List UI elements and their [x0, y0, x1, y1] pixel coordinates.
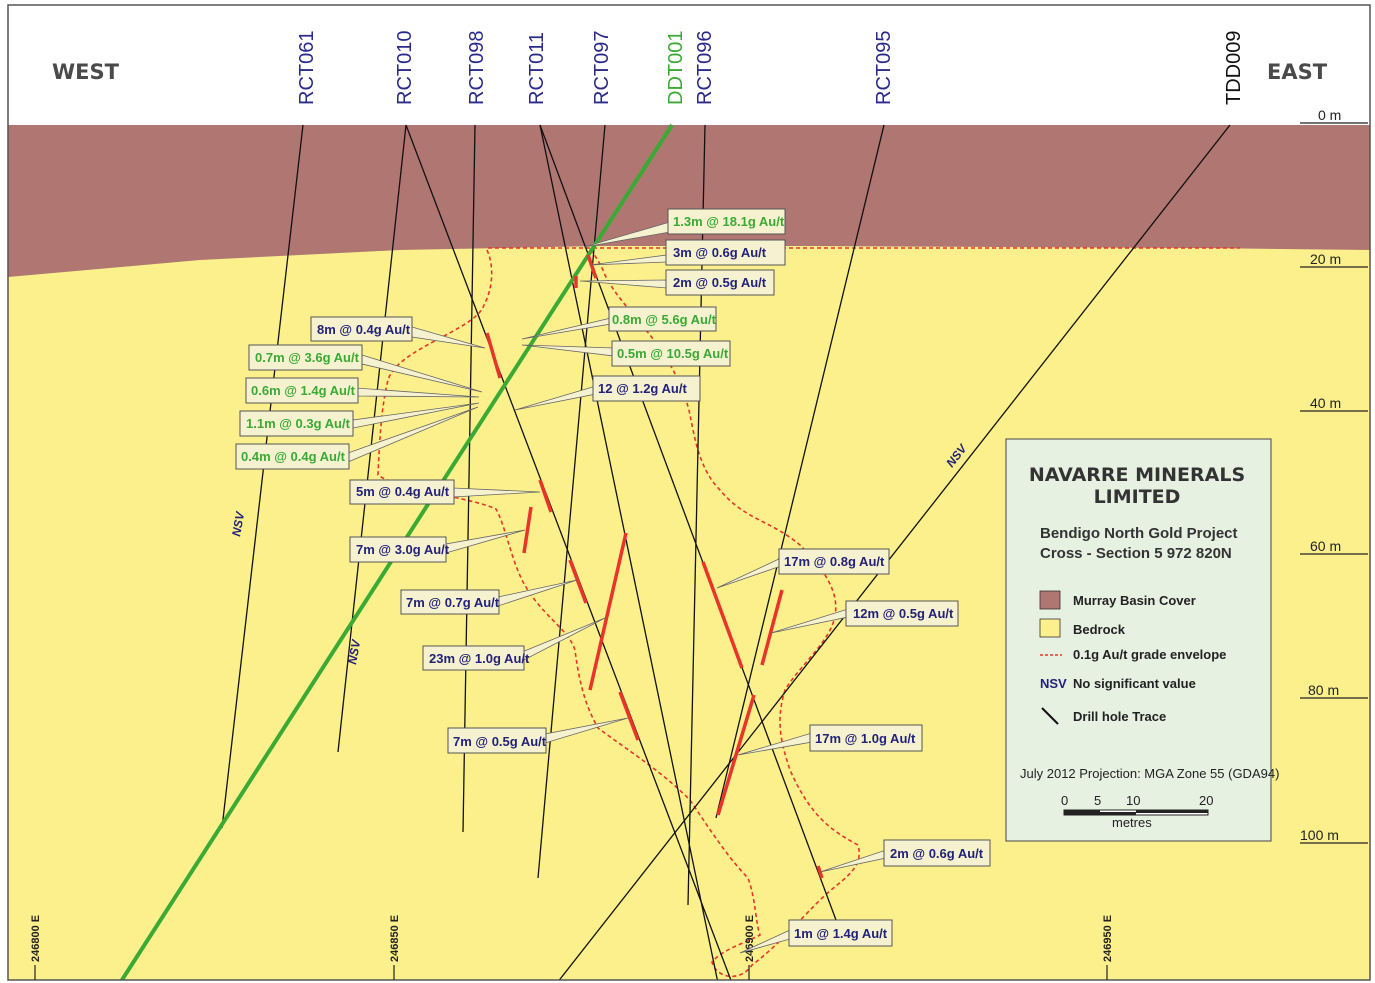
intercept-mark	[701, 561, 744, 669]
intercept-label: 7m @ 0.5g Au/t	[453, 734, 547, 749]
legend-panel: NAVARRE MINERALS LIMITED Bendigo North G…	[1005, 438, 1279, 842]
scale-tick: 5	[1094, 793, 1101, 808]
intercept-label: 1m @ 1.4g Au/t	[794, 926, 888, 941]
legend-nsv-symbol: NSV	[1040, 676, 1067, 691]
hole-label-rct097: RCT097	[591, 31, 613, 105]
intercept-mark	[568, 559, 588, 604]
intercept-marks	[485, 254, 824, 879]
hole-label-rct098: RCT098	[466, 31, 488, 105]
cover-swatch	[1039, 590, 1061, 610]
legend-title: NAVARRE MINERALS	[1029, 464, 1245, 486]
intercept-label: 0.6m @ 1.4g Au/t	[251, 383, 356, 398]
legend-trace: Drill hole Trace	[1073, 709, 1166, 724]
intercept-label: 0.4m @ 0.4g Au/t	[241, 449, 346, 464]
depth-mark: 100 m	[1300, 827, 1339, 843]
depth-mark: 40 m	[1310, 395, 1341, 411]
scale-unit: metres	[1112, 815, 1152, 830]
map-frame	[7, 4, 1371, 981]
intercept-mark	[538, 479, 553, 513]
east-label: EAST	[1267, 60, 1328, 84]
easting-scale: 246800 E 246850 E 246900 E 246950 E	[30, 915, 1114, 980]
hole-label-rct011: RCT011	[526, 32, 548, 105]
murray-basin-cover-layer	[8, 125, 1370, 277]
west-label: WEST	[52, 60, 120, 84]
hole-label-tdd009: TDD009	[1223, 31, 1245, 105]
easting-mark: 246850 E	[389, 915, 401, 962]
scale-tick: 20	[1199, 793, 1213, 808]
trace-rct010	[337, 124, 407, 753]
intercept-label: 0.8m @ 5.6g Au/t	[612, 312, 717, 327]
legend-title-2: LIMITED	[1094, 486, 1181, 508]
legend-cover: Murray Basin Cover	[1073, 593, 1196, 608]
intercept-mark	[485, 332, 502, 379]
scale-tick: 0	[1061, 793, 1068, 808]
intercept-label: 0.7m @ 3.6g Au/t	[255, 350, 360, 365]
intercept-callouts: 1.3m @ 18.1g Au/t 3m @ 0.6g Au/t 2m @ 0.…	[235, 208, 991, 947]
easting-mark: 246950 E	[1102, 915, 1114, 962]
trace-rct010b	[405, 124, 732, 980]
bedrock-swatch	[1039, 618, 1061, 638]
intercept-label: 7m @ 3.0g Au/t	[356, 542, 450, 557]
trace-rct097	[537, 124, 606, 879]
hole-label-rct010: RCT010	[394, 31, 416, 105]
intercept-mark	[588, 532, 628, 691]
legend-section: Cross - Section 5 972 820N	[1040, 545, 1232, 562]
intercept-mark	[760, 589, 784, 666]
trace-rct095	[715, 124, 885, 819]
legend-project: Bendigo North Gold Project	[1040, 525, 1238, 542]
scale-tick: 10	[1126, 793, 1140, 808]
sky-area	[8, 5, 1370, 125]
depth-mark: 80 m	[1308, 682, 1339, 698]
hole-label-rct095: RCT095	[873, 31, 895, 105]
grade-envelope	[377, 247, 1240, 978]
drill-hole-labels: RCT061 RCT010 RCT098 RCT011 RCT097 DDT00…	[296, 31, 1245, 105]
intercept-label: 2m @ 0.5g Au/t	[673, 275, 767, 290]
easting-mark: 246900 E	[744, 915, 756, 962]
intercept-label: 8m @ 0.4g Au/t	[317, 322, 411, 337]
legend-bedrock: Bedrock	[1073, 622, 1126, 637]
nsv-label: NSV	[345, 638, 363, 666]
intercept-label: 17m @ 0.8g Au/t	[784, 554, 885, 569]
intercept-label: 7m @ 0.7g Au/t	[406, 595, 500, 610]
callout-leaders	[347, 221, 887, 954]
trace-rct061	[221, 124, 304, 829]
intercept-mark	[716, 694, 756, 816]
depth-mark: 60 m	[1310, 538, 1341, 554]
hole-label-rct096: RCT096	[694, 31, 716, 105]
nsv-label: NSV	[229, 510, 247, 538]
intercept-mark	[618, 691, 640, 741]
hole-label-ddt001: DDT001	[665, 31, 687, 105]
intercept-label: 0.5m @ 10.5g Au/t	[617, 346, 729, 361]
easting-mark: 246800 E	[30, 915, 42, 962]
intercept-mark	[522, 506, 533, 554]
intercept-label: 12m @ 0.5g Au/t	[853, 606, 954, 621]
intercept-label: 23m @ 1.0g Au/t	[429, 651, 530, 666]
intercept-label: 5m @ 0.4g Au/t	[356, 484, 450, 499]
depth-scale: 0 m 20 m 40 m 60 m 80 m 100 m	[1300, 107, 1368, 844]
trace-rct011	[539, 124, 719, 980]
depth-mark: 20 m	[1310, 251, 1341, 267]
intercept-label: 2m @ 0.6g Au/t	[890, 846, 984, 861]
trace-tdd009	[558, 124, 1231, 980]
depth-mark: 0 m	[1318, 107, 1341, 123]
intercept-mark	[586, 254, 598, 279]
scale-bar	[1063, 809, 1209, 816]
intercept-label: 1.1m @ 0.3g Au/t	[246, 416, 351, 431]
legend-nsv: No significant value	[1073, 676, 1196, 691]
legend-footer: July 2012 Projection: MGA Zone 55 (GDA94…	[1020, 766, 1279, 781]
trace-swatch	[1041, 707, 1059, 725]
intercept-label: 3m @ 0.6g Au/t	[673, 245, 767, 260]
intercept-label: 17m @ 1.0g Au/t	[815, 731, 916, 746]
hole-label-rct061: RCT061	[296, 31, 318, 105]
intercept-label: 1.3m @ 18.1g Au/t	[673, 214, 785, 229]
intercept-label: 12 @ 1.2g Au/t	[598, 381, 687, 396]
trace-rct098	[462, 124, 476, 833]
legend-envelope: 0.1g Au/t grade envelope	[1073, 647, 1226, 662]
